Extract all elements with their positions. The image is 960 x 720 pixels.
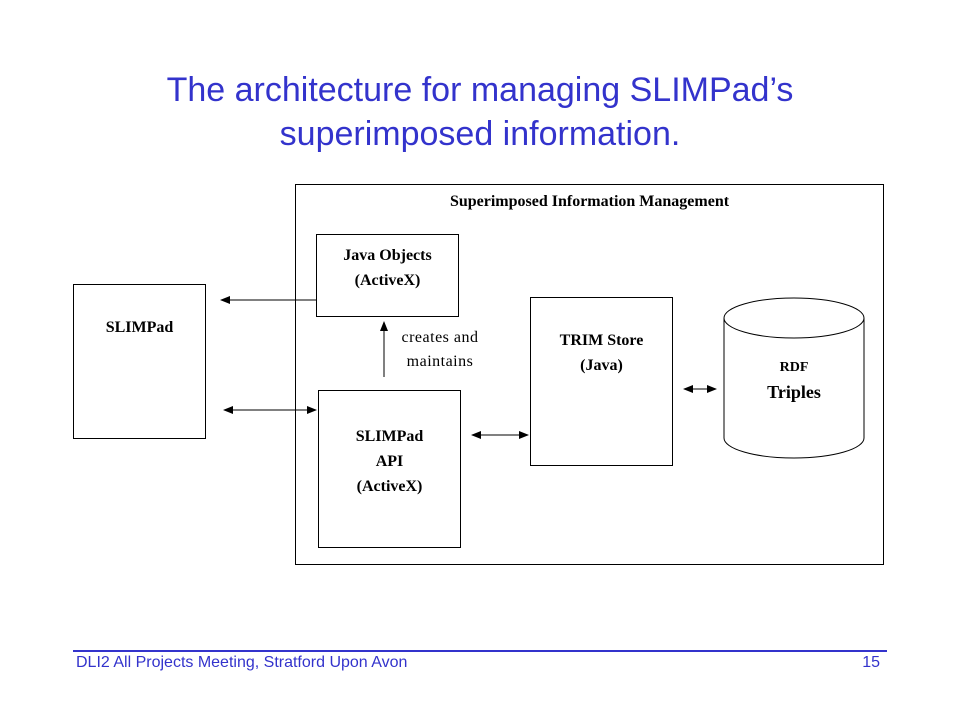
slide-title-line-2: superimposed information. bbox=[279, 115, 681, 153]
java-objects-line-1: Java Objects bbox=[343, 247, 432, 264]
slimpad-api-line-2: API bbox=[375, 453, 404, 470]
rdf-line-1: RDF bbox=[779, 360, 809, 375]
slimpad-box bbox=[73, 284, 206, 439]
footer-text: DLI2 All Projects Meeting, Stratford Upo… bbox=[76, 654, 408, 671]
slide-title-line-1: The architecture for managing SLIMPad’s bbox=[166, 71, 794, 109]
trim-store-line-2: (Java) bbox=[580, 357, 623, 374]
slimpad-api-line-1: SLIMPad bbox=[355, 428, 424, 445]
slide-title: The architecture for managing SLIMPad’s … bbox=[60, 68, 900, 156]
page-number: 15 bbox=[862, 654, 880, 671]
trim-store-label: TRIM Store (Java) bbox=[530, 328, 673, 378]
creates-line-1: creates and bbox=[401, 329, 479, 346]
rdf-label: RDF Triples bbox=[724, 357, 864, 405]
footer-divider bbox=[73, 650, 887, 652]
slimpad-api-box bbox=[318, 390, 461, 548]
creates-line-2: maintains bbox=[406, 353, 474, 370]
java-objects-label: Java Objects (ActiveX) bbox=[316, 243, 459, 293]
java-objects-box bbox=[316, 234, 459, 317]
rdf-line-2: Triples bbox=[767, 382, 821, 402]
container-label: Superimposed Information Management bbox=[449, 193, 730, 210]
slimpad-api-line-3: (ActiveX) bbox=[356, 478, 423, 495]
trim-store-box bbox=[530, 297, 673, 466]
slimpad-label: SLIMPad bbox=[105, 319, 174, 336]
slimpad-api-label: SLIMPad API (ActiveX) bbox=[318, 424, 461, 499]
trim-store-line-1: TRIM Store bbox=[559, 332, 644, 349]
creates-maintains-label: creates and maintains bbox=[390, 326, 490, 374]
rdf-triples-cylinder bbox=[723, 297, 865, 459]
java-objects-line-2: (ActiveX) bbox=[354, 272, 421, 289]
